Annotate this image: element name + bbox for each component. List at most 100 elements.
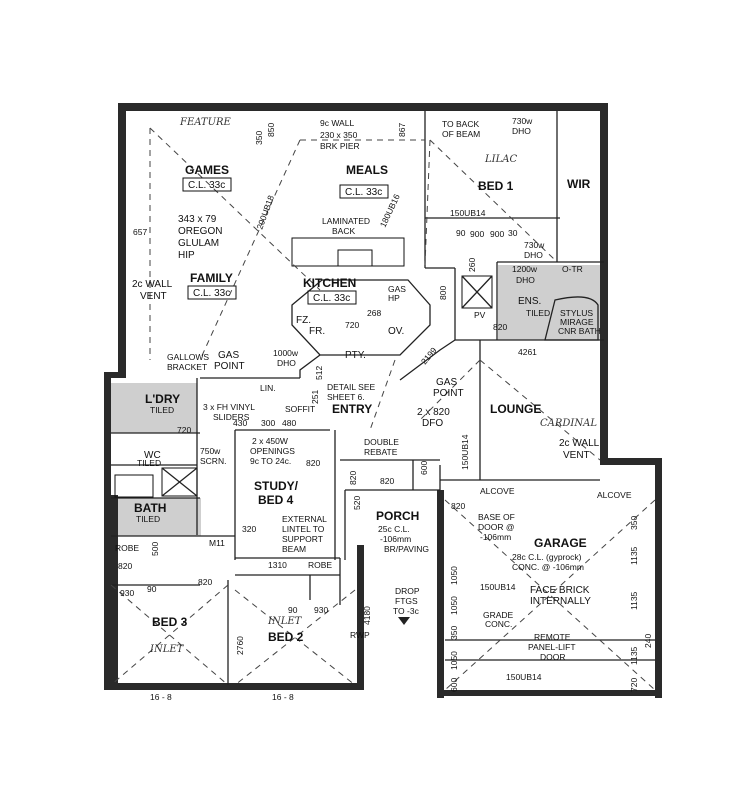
dim-240: 240 <box>643 634 653 648</box>
dim-900b: 900 <box>490 229 504 239</box>
garage-note-2: CONC. @ -106mm <box>512 562 584 572</box>
porch-cl-note: 25c C.L. <box>378 524 410 534</box>
external-note-1: EXTERNAL <box>282 514 327 524</box>
dfo-note-2: DFO <box>422 418 443 429</box>
dim-4261: 4261 <box>518 347 537 357</box>
dim-268: 268 <box>367 308 381 318</box>
dho-730-note: 730w <box>512 116 533 126</box>
garage-label: GARAGE <box>534 536 587 550</box>
annotations: FEATURE 9c WALL 230 x 350 BRK PIER TO BA… <box>132 116 632 682</box>
dim-512: 512 <box>314 366 324 380</box>
laminated-note-1: LAMINATED <box>322 216 370 226</box>
dim-320: 320 <box>242 524 256 534</box>
bed2-label: BED 2 <box>268 630 304 644</box>
oregon-note-1: 343 x 79 <box>178 214 217 225</box>
dim-820-ens: 820 <box>493 322 507 332</box>
brick-pier-note-2: BRK PIER <box>320 141 360 151</box>
games-cl: C.L. 33c <box>188 180 225 191</box>
fridge-label: FR. <box>309 326 325 337</box>
dim-300: 300 <box>261 418 275 428</box>
base-door-2: DOOR @ <box>478 522 515 532</box>
dim-30: 30 <box>508 228 518 238</box>
cardinal-note: CARDINAL <box>540 418 597 429</box>
openings-note-2: OPENINGS <box>250 446 295 456</box>
oregon-note-3: GLULAM <box>178 238 219 249</box>
external-note-2: LINTEL TO <box>282 524 325 534</box>
drop-ftgs-1: DROP <box>395 586 420 596</box>
external-note-3: SUPPORT <box>282 534 323 544</box>
gas-point-2b: POINT <box>433 388 464 399</box>
otr-note: O-TR <box>562 264 583 274</box>
screen-note-2: SCRN. <box>200 456 226 466</box>
family-label: FAMILY <box>190 271 233 285</box>
dim-350c: 350 <box>629 516 639 530</box>
games-label: GAMES <box>185 163 229 177</box>
stylus-note-1: STYLUS <box>560 308 593 318</box>
gas-hp-note-2: HP <box>388 293 400 303</box>
detail-note-1: DETAIL SEE <box>327 382 376 392</box>
dim-2760: 2760 <box>235 636 245 655</box>
entry-label: ENTRY <box>332 402 372 416</box>
dim-720-garage: 720 <box>629 678 639 692</box>
to-back-beam-note-2: OF BEAM <box>442 129 480 139</box>
kitchen-label: KITCHEN <box>303 276 356 290</box>
dim-16-8b: 16 - 8 <box>272 692 294 702</box>
dim-820-porch-2: 820 <box>451 501 465 511</box>
beam-150ub14-c: 150UB14 <box>480 582 516 592</box>
garage-note-1: 28c C.L. (gyprock) <box>512 552 582 562</box>
dim-1135c: 1135 <box>629 646 639 665</box>
oven-label: OV. <box>388 326 404 337</box>
dim-657: 657 <box>133 227 147 237</box>
dim-900a: 900 <box>470 229 484 239</box>
wc-tiled-note: TILED <box>137 458 161 468</box>
gas-point-1: GAS <box>218 350 239 361</box>
laundry-tiled-note: TILED <box>150 405 174 415</box>
dim-1135b: 1135 <box>629 591 639 610</box>
drop-ftgs-3: TO -3c <box>393 606 420 616</box>
to-back-beam-note: TO BACK <box>442 119 479 129</box>
remote-note-3: DOOR <box>540 652 566 662</box>
stylus-note-3: CNR BATH <box>558 326 601 336</box>
ens-tiled-note: TILED <box>526 308 550 318</box>
dim-1050a: 1050 <box>449 566 459 585</box>
bed3-label: BED 3 <box>152 615 188 629</box>
dim-90: 90 <box>456 228 466 238</box>
drop-ftgs-2: FTGS <box>395 596 418 606</box>
double-rebate-1: DOUBLE <box>364 437 399 447</box>
fh-vinyl-note-2: SLIDERS <box>213 412 250 422</box>
brick-pier-note: 230 x 350 <box>320 130 358 140</box>
dim-850: 850 <box>266 123 276 137</box>
kitchen-cl: C.L. 33c <box>313 293 350 304</box>
grade-conc-1: GRADE <box>483 610 514 620</box>
dim-720-kitchen: 720 <box>345 320 359 330</box>
m11-note: M11 <box>209 538 225 548</box>
ens-label: ENS. <box>518 296 541 307</box>
dim-820-bed3: 820 <box>198 577 212 587</box>
dimensions: 350 850 867 657 900 900 90 30 260 800 82… <box>118 123 653 702</box>
exterior-walls <box>104 103 662 698</box>
dim-500: 500 <box>150 542 160 556</box>
external-note-4: BEAM <box>282 544 306 554</box>
dim-1050c: 1050 <box>449 596 459 615</box>
bath-tiled-area <box>111 498 201 536</box>
dim-430: 430 <box>233 418 247 428</box>
gas-hp-note: GAS <box>388 284 406 294</box>
inlet-bed2: INLET <box>267 616 303 627</box>
dim-600: 600 <box>419 461 429 475</box>
beam-150ub14-b: 150UB14 <box>460 434 470 470</box>
dim-1050b: 1050 <box>449 651 459 670</box>
beam-200ub18: 200UB18 <box>254 194 276 231</box>
wall-9c-note: 9c WALL <box>320 118 354 128</box>
dim-800: 800 <box>438 286 448 300</box>
dim-16-8a: 16 - 8 <box>150 692 172 702</box>
laminated-note-2: BACK <box>332 226 355 236</box>
wall-vent-left-2: VENT <box>140 291 167 302</box>
bed4-label: BED 4 <box>258 493 294 507</box>
dim-820-porch-1: 820 <box>380 476 394 486</box>
dho-730-note-b: DHO <box>512 126 531 136</box>
bath-label: BATH <box>134 501 166 515</box>
dim-260: 260 <box>467 258 477 272</box>
dim-600-garage: 600 <box>449 678 459 692</box>
wall-vent-left-1: 2c WALL <box>132 279 173 290</box>
